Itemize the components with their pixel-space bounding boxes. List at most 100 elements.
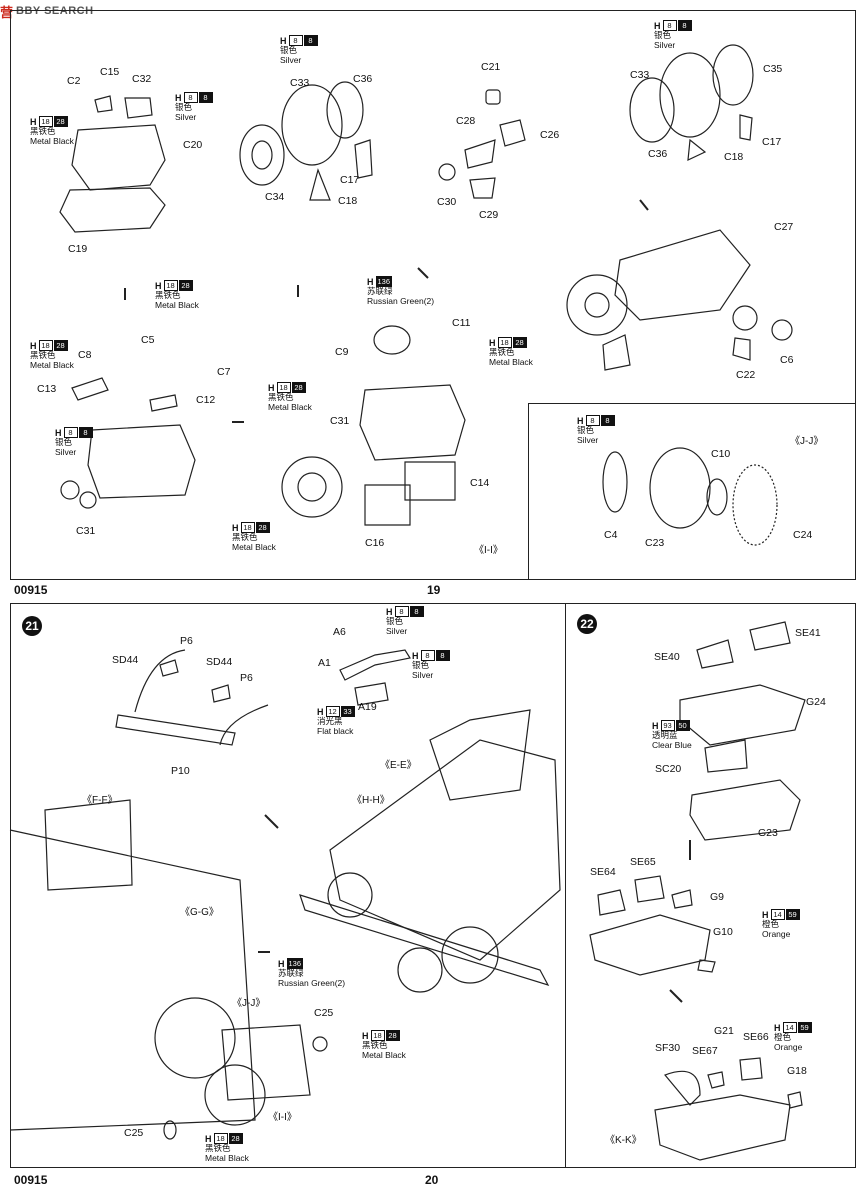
part-label: C7 [217, 366, 231, 378]
watermark-text: BBY SEARCH [16, 5, 94, 17]
part-label: C11 [452, 317, 471, 329]
watermark-logo: 营 [0, 4, 14, 20]
part-label: C31 [76, 525, 96, 537]
fan-c31-drawing [281, 456, 343, 518]
part-label: C17 [340, 174, 360, 186]
part-label: C13 [37, 383, 57, 395]
part-label: C36 [648, 148, 668, 160]
part-label: SE67 [692, 1045, 718, 1057]
part-label: SE64 [590, 866, 616, 878]
part-label: C33 [290, 77, 310, 89]
page-number: 20 [425, 1173, 439, 1187]
sub-assembly-label: 《I-I》 [268, 1112, 297, 1123]
sub-assembly-label: 《J-J》 [790, 436, 824, 447]
wheel-c34-drawing [239, 124, 285, 186]
part-label: G21 [714, 1025, 734, 1037]
part-label: SE66 [743, 1031, 769, 1043]
part-label: C36 [353, 73, 373, 85]
step-number: 22 [577, 614, 597, 634]
part-label: A19 [358, 701, 377, 713]
radiator-ff-drawing [44, 799, 133, 891]
part-label: P6 [240, 672, 253, 684]
part-label: C24 [793, 529, 813, 541]
part-label: SE65 [630, 856, 656, 868]
engine-block-drawing [87, 424, 196, 499]
part-label: C9 [335, 346, 349, 358]
part-label: A6 [333, 626, 346, 638]
hull-front-drawing [299, 894, 550, 987]
part-label: G23 [758, 827, 778, 839]
part-label: C6 [780, 354, 794, 366]
part-label: C5 [141, 334, 155, 346]
part-label: SE40 [654, 651, 680, 663]
hatch-g23-drawing [689, 779, 801, 841]
watermark: 营 BBY SEARCH [0, 0, 94, 22]
part-label: P10 [171, 765, 190, 777]
part-label: C18 [338, 195, 358, 207]
part-c20-drawing [71, 124, 166, 191]
inset-jj-frame [528, 403, 856, 580]
part-label: C25 [124, 1127, 144, 1139]
part-label: C35 [763, 63, 783, 75]
part-label: C28 [456, 115, 476, 127]
part-label: C31 [330, 415, 350, 427]
part-label: G10 [713, 926, 733, 938]
part-label: G9 [710, 891, 725, 903]
fan-c23-drawing [649, 447, 711, 529]
part-label: C27 [774, 221, 794, 233]
part-label: C25 [314, 1007, 334, 1019]
transmission-drawing [614, 229, 751, 321]
sub-assembly-label: 《I-I》 [474, 545, 503, 556]
engine-assembly-drawing [359, 384, 466, 461]
part-label: SC20 [655, 763, 682, 775]
part-label: C18 [724, 151, 744, 163]
wheel-c36-drawing [326, 81, 364, 139]
part-label: C23 [645, 537, 665, 549]
part-label: A1 [318, 657, 331, 669]
part-label: C33 [630, 69, 650, 81]
part-label: C17 [762, 136, 782, 148]
sub-assembly-label: 《H-H》 [352, 795, 390, 806]
fan-assembly-drawing [154, 997, 236, 1079]
part-label: C26 [540, 129, 560, 141]
part-label: C16 [365, 537, 385, 549]
part-label: C15 [100, 66, 120, 78]
catalog-code: 00915 [14, 583, 48, 597]
page-19-frame [10, 10, 856, 580]
part-label: P6 [180, 635, 193, 647]
part-label: C10 [711, 448, 731, 460]
part-label: C14 [470, 477, 490, 489]
hatch-kk-drawing [654, 1094, 791, 1161]
part-label: C21 [481, 61, 501, 73]
sub-assembly-label: 《J-J》 [232, 998, 266, 1009]
part-label: SF30 [655, 1042, 681, 1054]
part-label: C22 [736, 369, 756, 381]
part-label: G24 [806, 696, 826, 708]
part-label: C8 [78, 349, 92, 361]
part-label: C32 [132, 73, 152, 85]
sub-assembly-label: 《G-G》 [180, 907, 219, 918]
step-22-frame [565, 603, 856, 1168]
part-label: C30 [437, 196, 457, 208]
part-c19-drawing [59, 187, 166, 233]
sub-assembly-label: 《F-F》 [82, 795, 118, 806]
part-label: SE41 [795, 627, 821, 639]
